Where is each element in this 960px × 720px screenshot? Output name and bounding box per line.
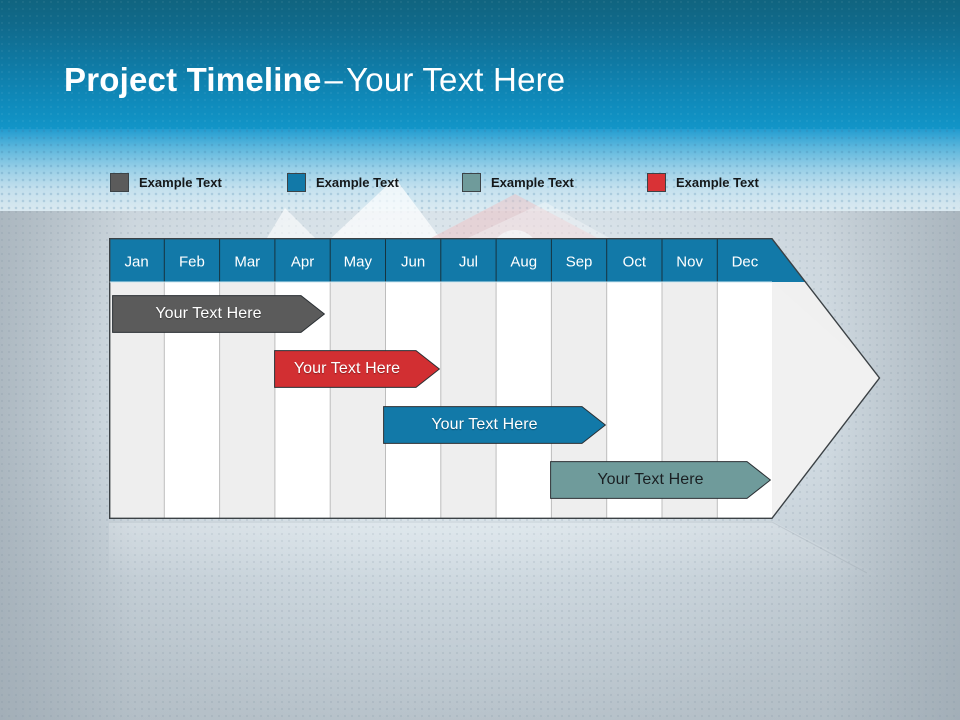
timeline-bar-label: Your Text Here	[597, 471, 704, 488]
legend-item-label: Example Text	[676, 174, 759, 190]
banner-fade-dot-texture	[0, 129, 960, 211]
legend-item[interactable]: Example Text	[647, 168, 759, 196]
legend-color-swatch	[647, 172, 666, 192]
legend-color-swatch	[110, 172, 129, 192]
month-header-jul: Jul	[459, 254, 478, 271]
timeline-bar-arrow-shape	[383, 406, 606, 444]
timeline-bar[interactable]: Your Text Here	[383, 406, 606, 444]
month-header-aug: Aug	[510, 254, 537, 271]
banner-fade	[0, 129, 960, 211]
legend-color-swatch	[462, 172, 481, 192]
month-header-apr: Apr	[291, 254, 314, 271]
month-header-oct: Oct	[623, 254, 647, 271]
month-header-jun: Jun	[401, 254, 425, 271]
timeline-bar-arrow-shape	[550, 461, 771, 499]
page-title: Project Timeline–Your Text Here	[64, 58, 565, 102]
month-header-dec: Dec	[732, 254, 759, 271]
timeline-bar[interactable]: Your Text Here	[550, 461, 771, 499]
timeline-bar[interactable]: Your Text Here	[112, 295, 325, 333]
legend-item-label: Example Text	[316, 174, 399, 190]
banner-dot-texture	[0, 0, 960, 129]
timeline-bar-arrow-shape	[274, 350, 440, 388]
timeline-bar[interactable]: Your Text Here	[274, 350, 440, 388]
timeline-bar-arrow-shape	[112, 295, 325, 333]
timeline-bar-label: Your Text Here	[155, 305, 262, 322]
page-title-rest: Your Text Here	[346, 61, 566, 98]
month-header-feb: Feb	[179, 254, 205, 271]
chart-legend: Example Text Example Text Example Text Exam…	[110, 168, 810, 196]
month-header-sep: Sep	[566, 254, 593, 271]
title-banner	[0, 0, 960, 129]
page-title-bold: Project Timeline	[64, 61, 322, 98]
legend-color-swatch	[287, 172, 306, 192]
legend-item[interactable]: Example Text	[287, 168, 399, 196]
timeline-chart: Jan Feb Mar Apr May Jun Jul Aug Sep Oct Nov Dec You…	[109, 238, 881, 520]
timeline-bar-label: Your Text Here	[431, 416, 538, 433]
timeline-bar-label: Your Text Here	[293, 360, 401, 377]
month-header-jan: Jan	[125, 254, 149, 271]
month-header-may: May	[344, 254, 373, 271]
page-title-dash: –	[324, 61, 344, 98]
legend-item[interactable]: Example Text	[462, 168, 574, 196]
legend-item-label: Example Text	[491, 174, 574, 190]
legend-item[interactable]: Example Text	[110, 168, 222, 196]
month-header-nov: Nov	[676, 254, 703, 271]
month-header-mar: Mar	[234, 254, 260, 271]
legend-item-label: Example Text	[139, 174, 222, 190]
